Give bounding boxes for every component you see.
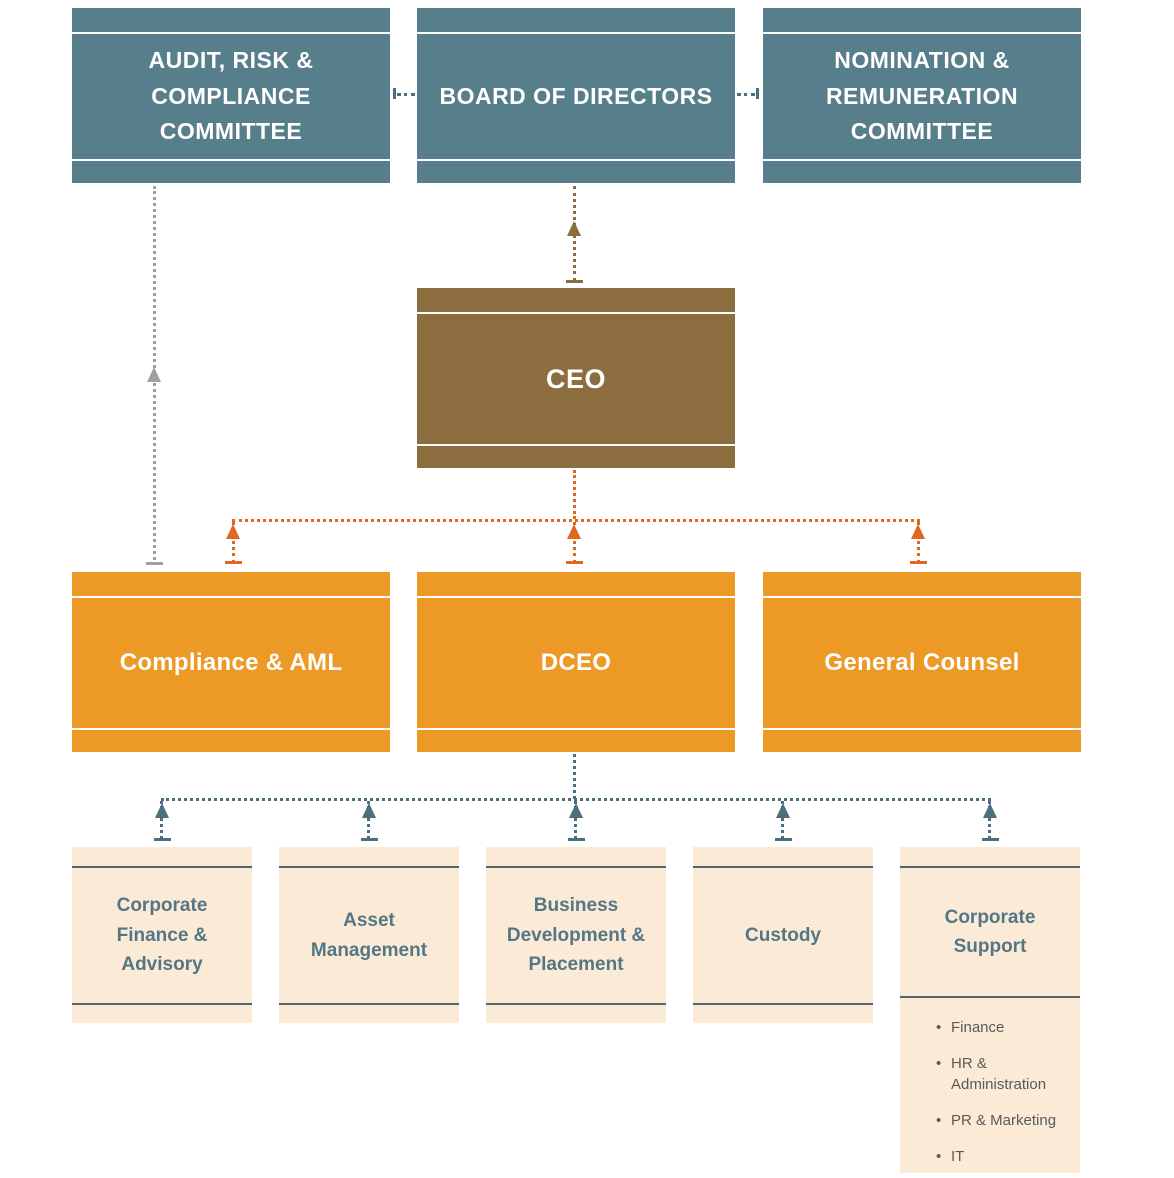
- connector-dceo-drop: [573, 754, 576, 799]
- connector-stub-custody: [781, 801, 784, 839]
- connector-board-to-audit: [397, 93, 415, 96]
- connector-stub-corporate-finance: [160, 801, 163, 839]
- node-audit-risk-compliance-committee: AUDIT, RISK & COMPLIANCE COMMITTEE: [72, 8, 390, 183]
- node-header-strip: [279, 847, 459, 868]
- node-footer-strip: [763, 159, 1081, 183]
- arrow-up-icon: [362, 803, 376, 818]
- node-label: Compliance & AML: [119, 649, 343, 676]
- node-footer-strip: [417, 444, 735, 468]
- arrow-up-icon: [911, 524, 925, 539]
- connector-endcap: [393, 88, 396, 99]
- connector-endcap: [361, 838, 378, 841]
- connector-endcap: [566, 561, 583, 564]
- node-label: Custody: [745, 924, 821, 946]
- arrow-up-icon: [155, 803, 169, 818]
- node-header-strip: [900, 847, 1080, 868]
- node-board-of-directors: BOARD OF DIRECTORS: [417, 8, 735, 183]
- connector-endcap: [566, 280, 583, 283]
- connector-stub-dceo: [573, 522, 576, 563]
- node-footer-strip: [486, 1003, 666, 1023]
- connector-stub-compliance: [232, 522, 235, 563]
- node-header-strip: [693, 847, 873, 868]
- arrow-up-icon: [147, 367, 161, 382]
- node-header-strip: [417, 8, 735, 34]
- arrow-up-icon: [567, 524, 581, 539]
- node-header-strip: [763, 8, 1081, 34]
- node-label: General Counsel: [824, 649, 1020, 676]
- node-general-counsel: General Counsel: [763, 572, 1081, 752]
- connector-endcap: [154, 838, 171, 841]
- arrow-up-icon: [776, 803, 790, 818]
- connector-stub-business-development: [574, 801, 577, 839]
- node-ceo: CEO: [417, 288, 735, 468]
- connector-endcap: [910, 561, 927, 564]
- node-custody: Custody: [693, 847, 873, 1023]
- node-header-strip: [763, 572, 1081, 598]
- list-item: PR & Marketing: [936, 1111, 1070, 1132]
- node-label: DCEO: [540, 649, 612, 676]
- node-header-strip: [486, 847, 666, 868]
- arrow-up-icon: [983, 803, 997, 818]
- node-label: Corporate Support: [944, 906, 1036, 957]
- connector-endcap: [982, 838, 999, 841]
- arrow-up-icon: [569, 803, 583, 818]
- arrow-up-icon: [567, 221, 581, 236]
- connector-stub-asset-management: [367, 801, 370, 839]
- node-asset-management: Asset Management: [279, 847, 459, 1023]
- node-nomination-remuneration-committee: NOMINATION & REMUNERATION COMMITTEE: [763, 8, 1081, 183]
- node-footer-strip: [417, 728, 735, 752]
- node-footer-strip: [279, 1003, 459, 1023]
- node-header-strip: [72, 8, 390, 34]
- node-footer-strip: [72, 159, 390, 183]
- node-dceo: DCEO: [417, 572, 735, 752]
- connector-ceo-branch: [232, 519, 920, 522]
- connector-dceo-branch: [161, 798, 991, 801]
- node-label: NOMINATION & REMUNERATION COMMITTEE: [825, 47, 1019, 145]
- arrow-up-icon: [226, 524, 240, 539]
- node-footer-strip: [72, 1003, 252, 1023]
- node-footer-strip: [763, 728, 1081, 752]
- connector-board-to-nomination: [737, 93, 755, 96]
- corporate-support-units-list: Finance HR & Administration PR & Marketi…: [900, 998, 1080, 1178]
- node-footer-strip: [417, 159, 735, 183]
- node-footer-strip: [693, 1003, 873, 1023]
- node-compliance-aml: Compliance & AML: [72, 572, 390, 752]
- connector-ceo-drop: [573, 470, 576, 519]
- connector-endcap: [146, 562, 163, 565]
- list-item: IT: [936, 1147, 1070, 1168]
- node-header-strip: [417, 288, 735, 314]
- connector-endcap: [568, 838, 585, 841]
- connector-endcap: [225, 561, 242, 564]
- connector-stub-corporate-support: [988, 801, 991, 839]
- list-item: Finance: [936, 1018, 1070, 1039]
- node-label: Business Development & Placement: [506, 895, 646, 976]
- node-header-strip: [72, 572, 390, 598]
- list-item: HR & Administration: [936, 1054, 1070, 1095]
- node-label: Asset Management: [310, 910, 428, 961]
- node-corporate-finance-advisory: Corporate Finance & Advisory: [72, 847, 252, 1023]
- node-corporate-support: Corporate Support Finance HR & Administr…: [900, 847, 1080, 1173]
- node-label: AUDIT, RISK & COMPLIANCE COMMITTEE: [148, 47, 314, 145]
- node-header-strip: [72, 847, 252, 868]
- connector-stub-general-counsel: [917, 522, 920, 563]
- node-label: Corporate Finance & Advisory: [116, 895, 208, 976]
- connector-endcap: [756, 88, 759, 99]
- node-header-strip: [417, 572, 735, 598]
- node-label: BOARD OF DIRECTORS: [439, 82, 713, 109]
- node-footer-strip: [72, 728, 390, 752]
- connector-endcap: [775, 838, 792, 841]
- node-business-development-placement: Business Development & Placement: [486, 847, 666, 1023]
- node-label: CEO: [545, 363, 606, 394]
